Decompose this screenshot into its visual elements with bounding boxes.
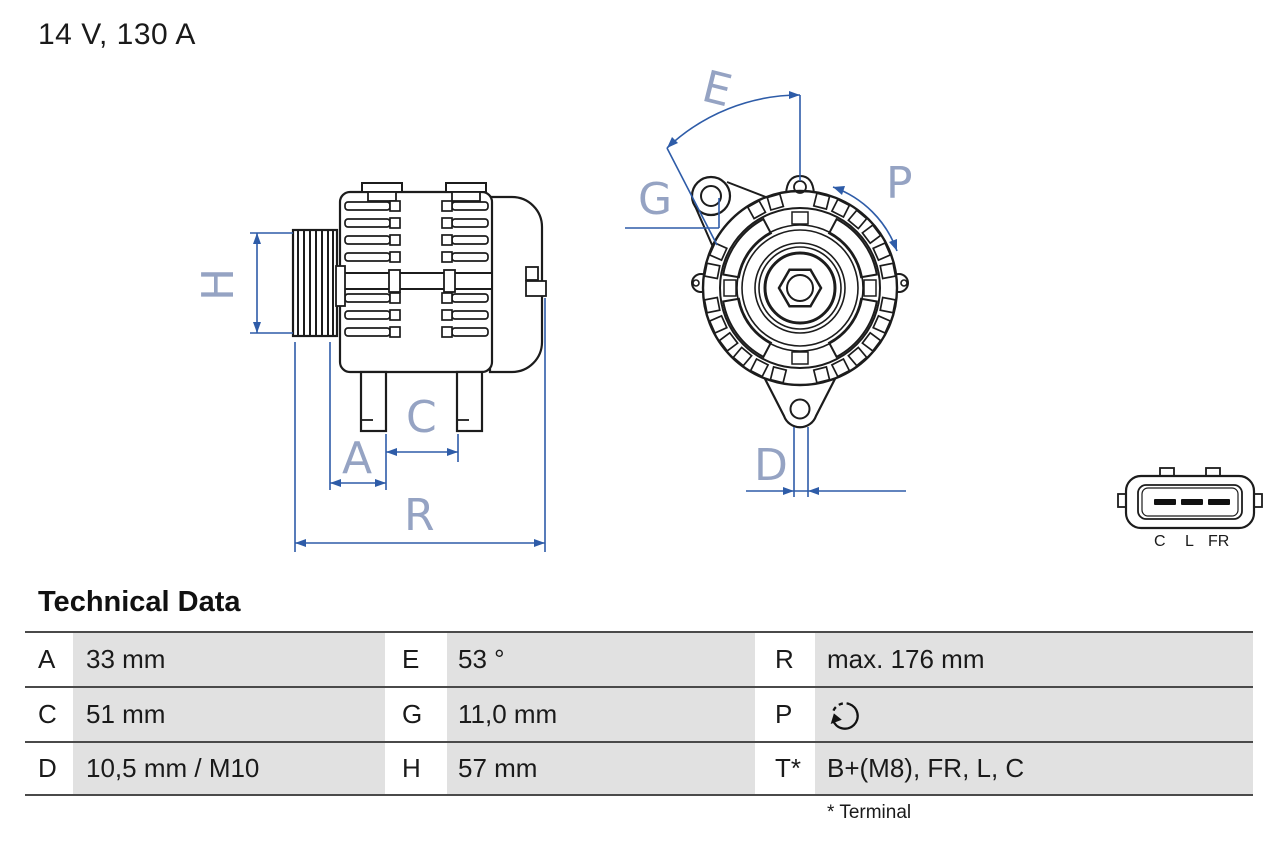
dim-key-d: D xyxy=(25,743,73,794)
stator-wedges xyxy=(722,211,878,365)
dim-label-G: G xyxy=(638,174,672,225)
connector-pin xyxy=(1208,499,1230,505)
dim-value-e: 53 ° xyxy=(447,633,755,686)
dim-label-C: C xyxy=(406,392,437,443)
dim-key-t: T* xyxy=(755,743,815,794)
dim-value-d: 10,5 mm / M10 xyxy=(73,743,385,794)
dim-value-c: 51 mm xyxy=(73,688,385,741)
section-title: Technical Data xyxy=(38,586,241,618)
side-view-body xyxy=(291,182,547,433)
dim-value-r: max. 176 mm xyxy=(815,633,1253,686)
technical-data-table: A 33 mm E 53 ° R max. 176 mm C 51 mm G 1… xyxy=(25,631,1253,796)
table-row: A 33 mm E 53 ° R max. 176 mm xyxy=(25,631,1253,686)
cooling-fins-front xyxy=(344,200,401,338)
cooling-fins-rear xyxy=(441,200,489,338)
dim-value-t: B+(M8), FR, L, C xyxy=(815,743,1253,794)
dim-key-h: H xyxy=(385,743,447,794)
dim-key-r: R xyxy=(755,633,815,686)
alternator-front-view-drawing: E G P D xyxy=(625,61,913,497)
table-row: D 10,5 mm / M10 H 57 mm T* B+(M8), FR, L… xyxy=(25,741,1253,796)
dim-value-h: 57 mm xyxy=(447,743,755,794)
pin-label-fr: FR xyxy=(1208,533,1229,550)
table-row: C 51 mm G 11,0 mm P xyxy=(25,686,1253,741)
terminal-footnote: * Terminal xyxy=(827,802,912,823)
dim-key-c: C xyxy=(25,688,73,741)
dim-value-p xyxy=(815,688,1253,741)
vent-slots xyxy=(703,192,897,384)
electrical-rating: 14 V, 130 A xyxy=(38,18,196,51)
connector-body xyxy=(1117,467,1263,530)
dim-value-a: 33 mm xyxy=(73,633,385,686)
through-bolt-band xyxy=(339,272,493,290)
dim-label-A: A xyxy=(342,433,372,484)
dim-key-p: P xyxy=(755,688,815,741)
rotation-direction-icon xyxy=(830,701,859,730)
front-view-body xyxy=(690,174,909,429)
dim-key-a: A xyxy=(25,633,73,686)
dim-key-e: E xyxy=(385,633,447,686)
dim-label-E: E xyxy=(697,61,736,117)
mounting-feet xyxy=(359,370,484,433)
dim-key-g: G xyxy=(385,688,447,741)
dim-label-H: H xyxy=(193,268,244,301)
alternator-side-view-drawing: H A C R xyxy=(193,182,547,552)
front-view-dimensions: E G P D xyxy=(625,61,913,497)
dim-label-R: R xyxy=(404,490,435,541)
dim-value-g: 11,0 mm xyxy=(447,688,755,741)
dim-label-D: D xyxy=(754,440,788,491)
pin-label-c: C xyxy=(1154,533,1166,550)
connector-pin xyxy=(1154,499,1176,505)
connector-pin xyxy=(1181,499,1203,505)
plug-connector-drawing: C L FR xyxy=(1117,467,1263,550)
dim-label-P: P xyxy=(886,158,913,209)
b-plus-terminal xyxy=(525,266,547,297)
side-view-dimensions: H A C R xyxy=(193,232,546,552)
pulley xyxy=(291,228,346,338)
pin-label-l: L xyxy=(1185,533,1194,550)
